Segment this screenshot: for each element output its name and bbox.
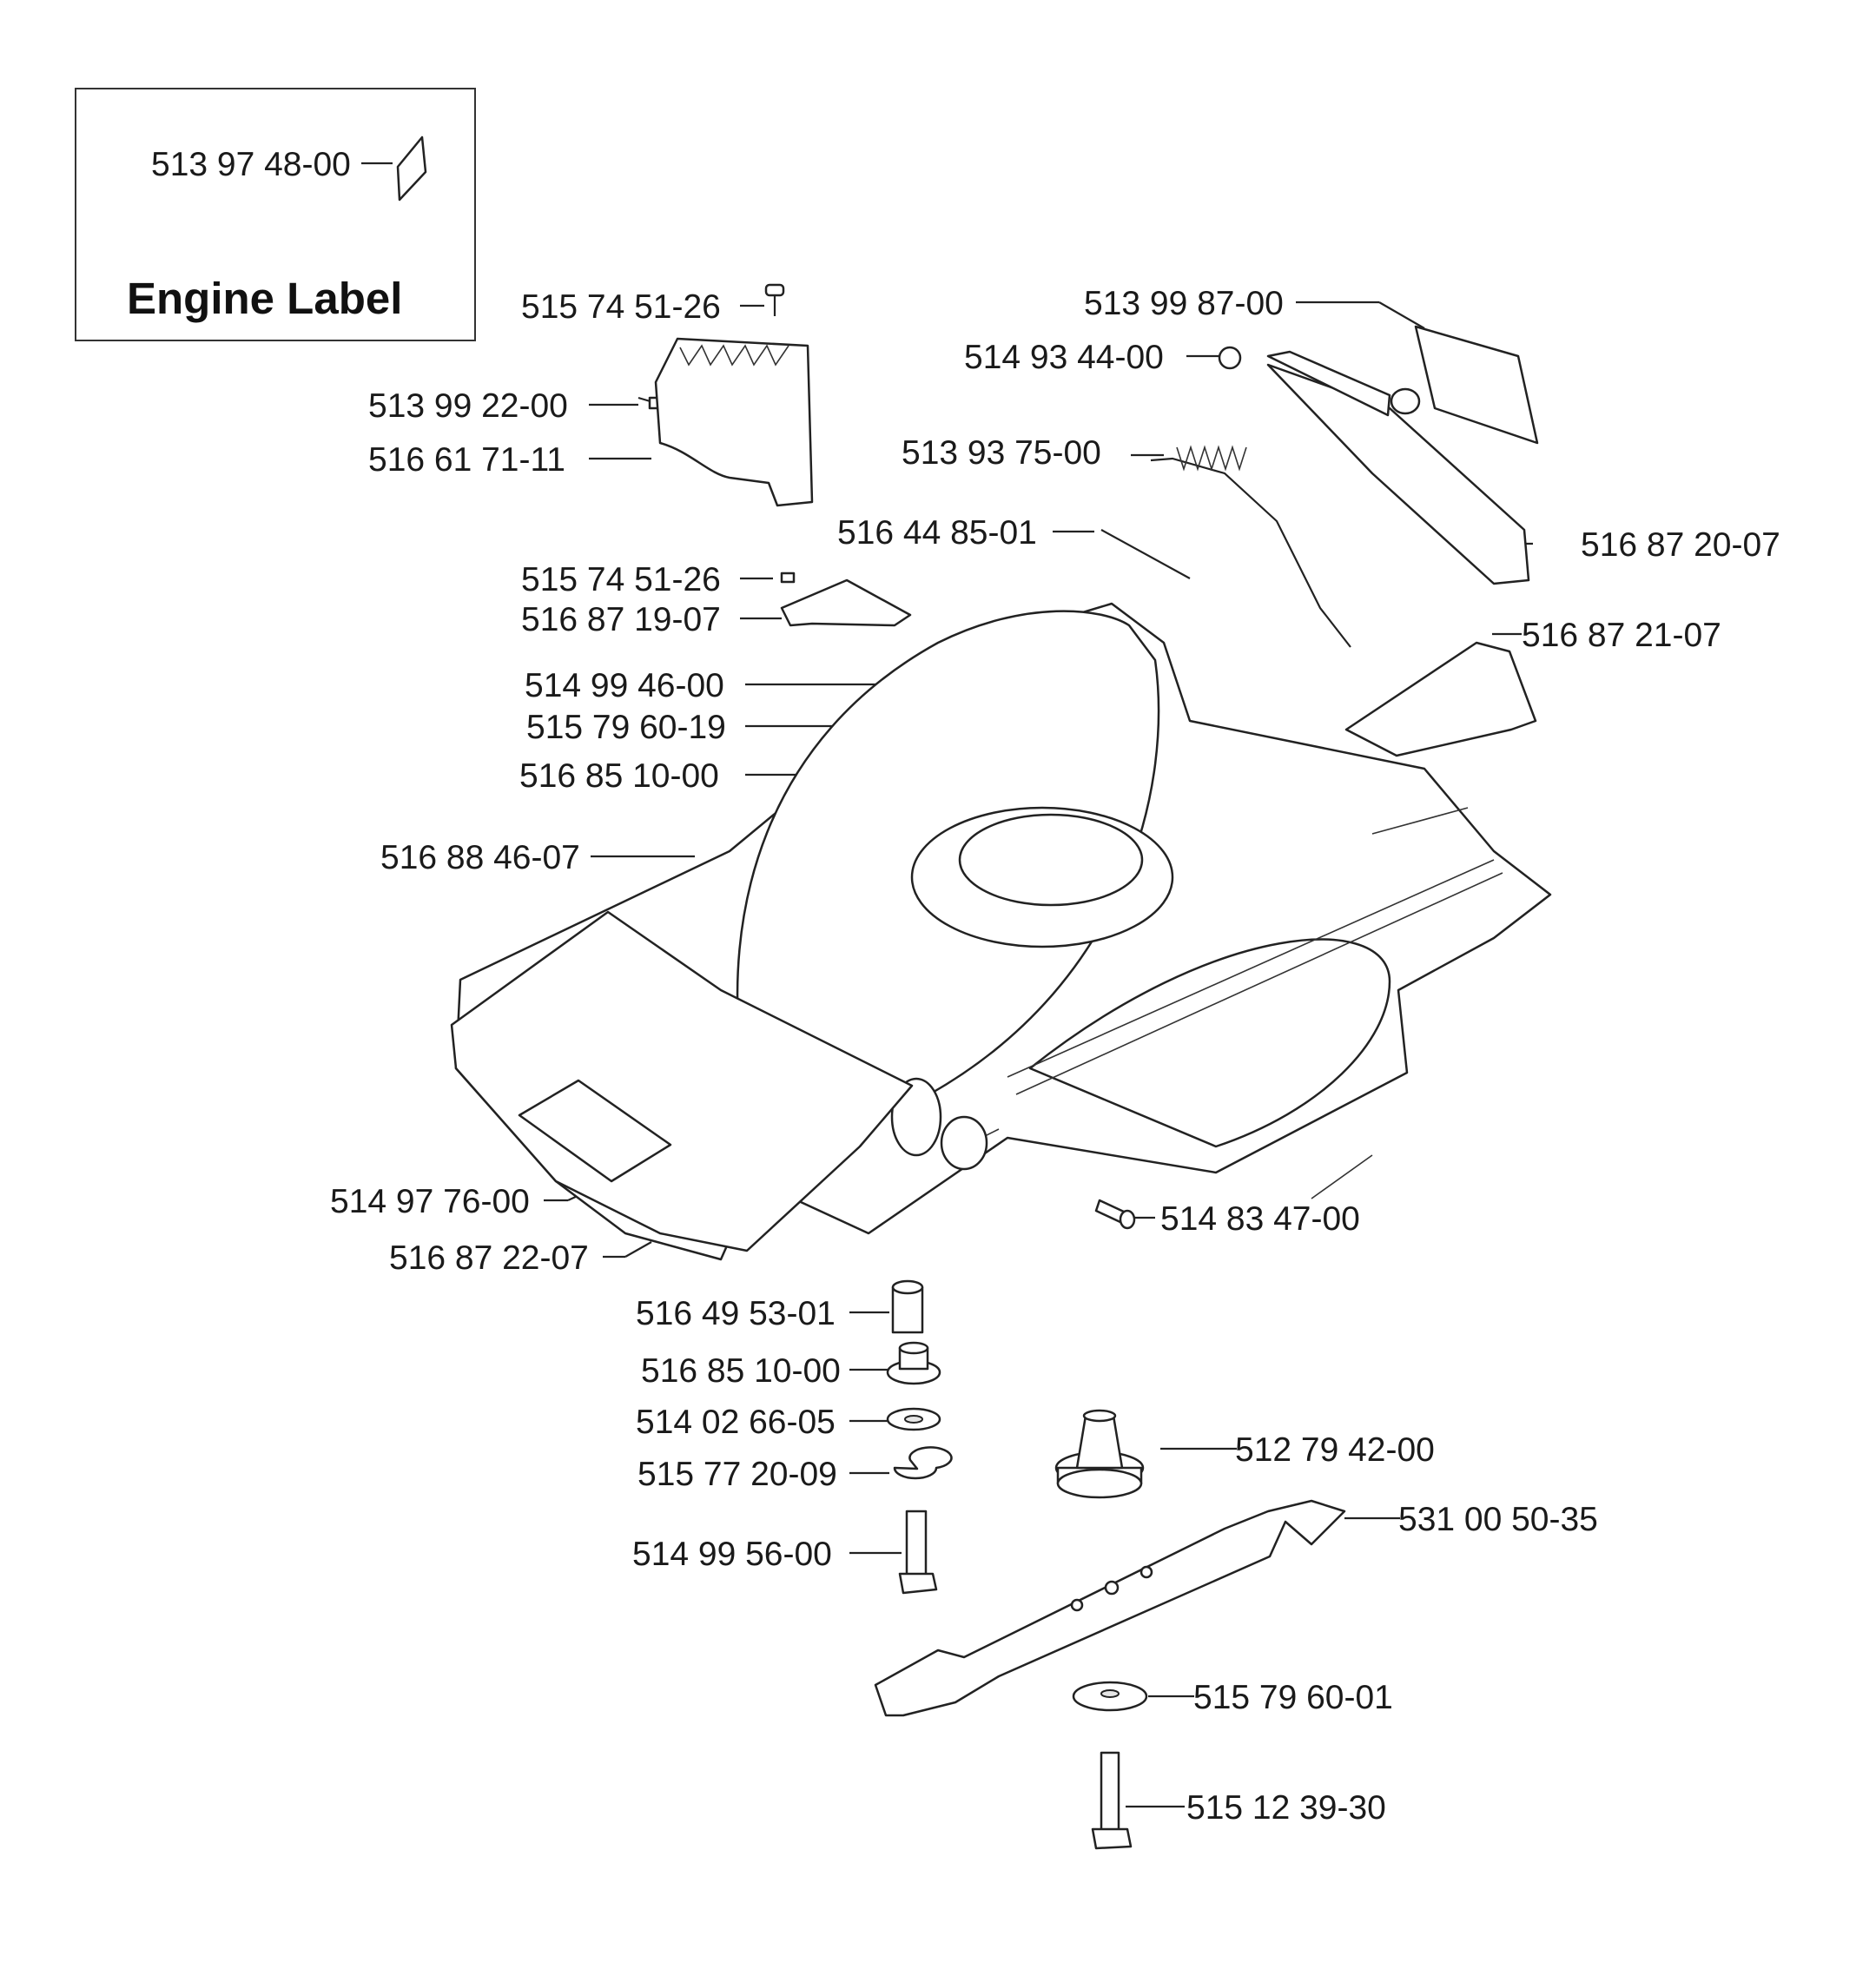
part-label-515745126-mid: 515 74 51-26 bbox=[521, 561, 721, 598]
part-label-515796019: 515 79 60-19 bbox=[526, 709, 726, 746]
blade-adapter-shape bbox=[1054, 1409, 1145, 1499]
bolt-shape bbox=[898, 1510, 938, 1595]
part-label-516617111: 516 61 71-11 bbox=[368, 441, 565, 479]
engine-label-sticker-shape bbox=[396, 135, 427, 202]
deflector-plate-shape bbox=[654, 337, 814, 507]
part-label-515796001: 515 79 60-01 bbox=[1193, 1679, 1393, 1716]
part-label-514995600: 514 99 56-00 bbox=[632, 1536, 832, 1573]
part-label-513974800: 513 97 48-00 bbox=[151, 146, 351, 183]
blade-shape bbox=[874, 1499, 1346, 1717]
part-label-531005035: 531 00 50-35 bbox=[1398, 1501, 1598, 1538]
part-label-516872007: 516 87 20-07 bbox=[1581, 526, 1780, 564]
deck-rivet-shape bbox=[1094, 1199, 1136, 1230]
engine-label-title: Engine Label bbox=[127, 274, 403, 323]
part-label-516448501: 516 44 85-01 bbox=[837, 514, 1037, 552]
rear-flap-shape bbox=[1266, 363, 1530, 585]
blade-bolt-shape bbox=[1091, 1751, 1133, 1850]
part-label-514934400: 514 93 44-00 bbox=[964, 339, 1164, 376]
spacer-sleeve-shape bbox=[891, 1279, 924, 1334]
front-sticker-shape bbox=[518, 1079, 672, 1183]
part-label-514977600: 514 97 76-00 bbox=[330, 1183, 530, 1220]
part-label-513992200: 513 99 22-00 bbox=[368, 387, 568, 425]
part-label-512794200: 512 79 42-00 bbox=[1235, 1431, 1435, 1469]
part-label-516872207: 516 87 22-07 bbox=[389, 1239, 589, 1277]
part-label-516495301: 516 49 53-01 bbox=[636, 1295, 836, 1332]
part-label-516851000-lower: 516 85 10-00 bbox=[641, 1352, 841, 1390]
part-label-516871907: 516 87 19-07 bbox=[521, 601, 721, 638]
part-label-513998700: 513 99 87-00 bbox=[1084, 285, 1284, 322]
part-label-516872107: 516 87 21-07 bbox=[1522, 617, 1721, 654]
rear-cover-shape bbox=[1344, 641, 1537, 757]
bushing-lower-shape bbox=[886, 1341, 941, 1385]
lock-washer-shape bbox=[893, 1446, 953, 1480]
spring-shape bbox=[1150, 457, 1351, 648]
front-flap-shape bbox=[450, 910, 914, 1252]
rod-shape bbox=[1100, 529, 1191, 579]
warning-label-shape bbox=[1414, 325, 1539, 445]
part-label-515745126-top: 515 74 51-26 bbox=[521, 288, 721, 326]
hinge-bracket-shape bbox=[780, 578, 912, 627]
part-label-513937500: 513 93 75-00 bbox=[902, 434, 1101, 472]
screw-top-shape bbox=[764, 283, 785, 316]
part-label-514026605: 514 02 66-05 bbox=[636, 1404, 836, 1441]
engine-label-inset bbox=[75, 88, 476, 341]
part-label-515772009: 515 77 20-09 bbox=[637, 1456, 837, 1493]
part-label-514994600: 514 99 46-00 bbox=[525, 667, 724, 704]
part-label-516884607: 516 88 46-07 bbox=[380, 839, 580, 876]
part-label-515123930: 515 12 39-30 bbox=[1186, 1789, 1386, 1827]
part-label-514834700: 514 83 47-00 bbox=[1160, 1200, 1360, 1238]
part-label-516851000-upper: 516 85 10-00 bbox=[519, 757, 719, 795]
